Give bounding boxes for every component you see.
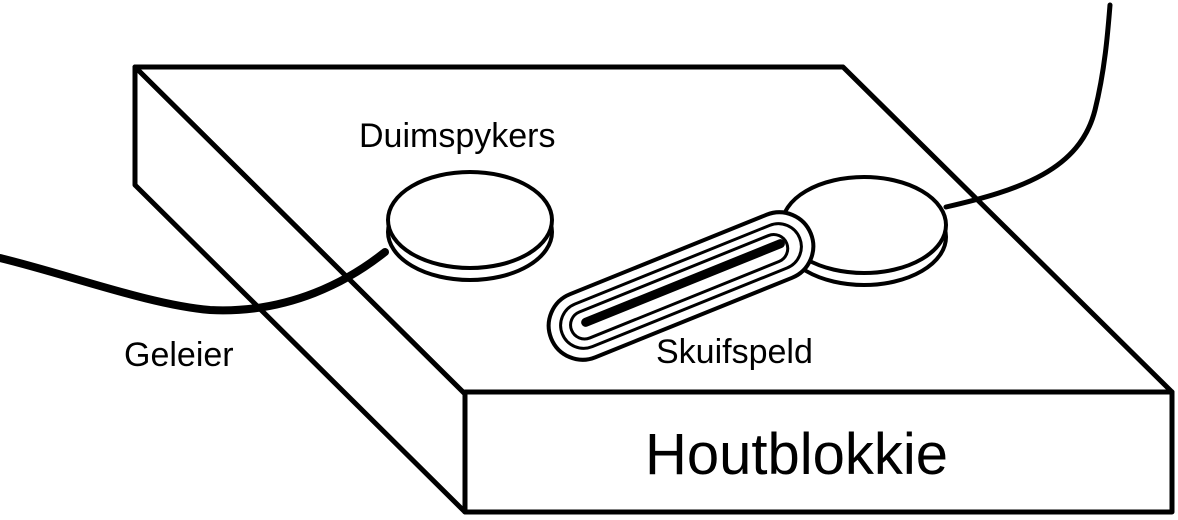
paperclip-label: Skuifspeld: [656, 333, 813, 371]
left-conductor-wire: [0, 248, 389, 315]
wood-block-label: Houtblokkie: [645, 422, 949, 487]
paperclip: [546, 210, 816, 362]
conductor-label: Geleier: [124, 336, 234, 374]
right-conductor-wire: [943, 2, 1113, 210]
wood-block-front-face: [462, 389, 1175, 515]
wood-block: [132, 64, 1175, 515]
thumbtacks-label: Duimspykers: [359, 117, 556, 155]
left-thumbtack: [386, 170, 554, 282]
